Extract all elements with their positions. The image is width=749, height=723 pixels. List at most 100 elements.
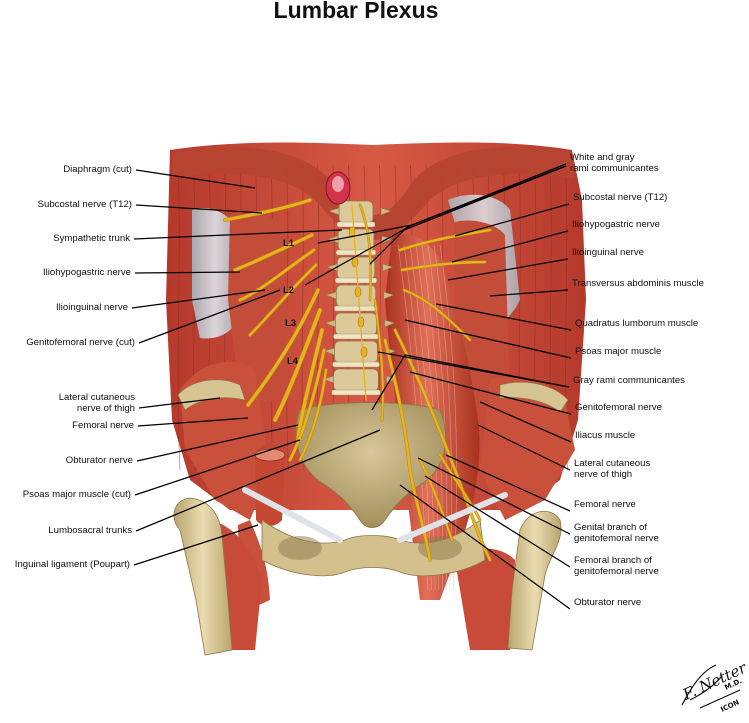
nerve xyxy=(393,328,492,562)
nerve xyxy=(359,204,372,301)
anatomy-label: Iliohypogastric nerve xyxy=(572,219,660,230)
leader-lines-right xyxy=(304,163,572,610)
anatomy-label: Transversus abdominis muscle xyxy=(572,278,704,289)
nerve xyxy=(374,299,384,421)
anatomy-label: Genitofemoral nerve xyxy=(575,402,662,413)
labels-left: Diaphragm (cut)Subcostal nerve (T12)Symp… xyxy=(15,164,135,570)
nerve-plexus xyxy=(223,198,492,562)
signature-flourish xyxy=(681,664,741,709)
anatomy-label: Ilioinguinal nerve xyxy=(56,302,128,313)
anatomy-label: Quadratus lumborum muscle xyxy=(575,318,698,329)
nerve xyxy=(439,454,481,521)
intervertebral-disc xyxy=(333,333,379,340)
signature-mark: ICON xyxy=(719,698,740,714)
leader-line xyxy=(133,229,343,240)
anatomy-label: Inguinal ligament (Poupart) xyxy=(15,559,130,570)
leader-line xyxy=(404,319,572,359)
anatomy-label: Gray rami communicantes xyxy=(573,375,685,386)
anatomy-label: Sympathetic trunk xyxy=(53,233,130,244)
leader-line xyxy=(445,454,571,512)
leader-line xyxy=(133,524,259,566)
nerve xyxy=(398,228,492,252)
leader-line xyxy=(447,258,569,281)
leader-line xyxy=(417,457,571,535)
transverse-process xyxy=(384,319,396,328)
leader-line xyxy=(138,397,221,409)
psoas-fiber xyxy=(409,244,436,591)
nerve xyxy=(419,459,453,541)
vertebra-label: L4 xyxy=(287,356,299,367)
anatomy-label: Lumbosacral trunks xyxy=(48,525,132,536)
anatomy-label: Diaphragm (cut) xyxy=(63,164,132,175)
anatomy-label: Psoas major muscle xyxy=(575,346,661,357)
nerve xyxy=(248,263,318,337)
leader-line xyxy=(489,289,569,297)
leader-line xyxy=(477,424,571,471)
nerve xyxy=(298,368,328,462)
psoas-cut-surface xyxy=(254,448,286,462)
vertebra-label: L1 xyxy=(283,238,295,249)
psoas-fiber xyxy=(421,244,443,591)
inguinal-ligament-left xyxy=(242,487,343,543)
fascia-left xyxy=(192,208,238,339)
muscle-fiber xyxy=(177,164,181,471)
sacrum xyxy=(295,402,447,528)
psoas-fiber xyxy=(427,244,448,591)
vertebra-label: L2 xyxy=(283,285,294,296)
nerve xyxy=(233,233,314,272)
intervertebral-disc xyxy=(334,305,378,312)
leader-line xyxy=(454,203,570,237)
leader-line xyxy=(369,165,567,265)
anatomy-label: Psoas major muscle (cut) xyxy=(23,489,131,500)
femur-left xyxy=(173,497,233,656)
leader-line xyxy=(138,289,281,344)
nerve xyxy=(238,248,316,302)
femur-right xyxy=(507,510,562,651)
transverse-process xyxy=(382,263,394,272)
anatomy-drawing xyxy=(166,142,586,656)
transverse-process xyxy=(383,291,395,300)
vertebral-body xyxy=(334,340,378,364)
leader-line xyxy=(134,439,301,496)
anatomy-label: Femoral nerve xyxy=(574,499,636,510)
leader-line xyxy=(479,401,572,443)
leader-line xyxy=(134,271,241,274)
intervertebral-disc xyxy=(336,221,376,228)
intervertebral-disc xyxy=(331,389,381,396)
leader-line xyxy=(451,230,569,263)
artist-signature: F. Netter M.D. ICON xyxy=(679,658,749,713)
nerve xyxy=(400,260,487,272)
transverse-process xyxy=(380,207,392,216)
leader-line xyxy=(409,371,572,415)
anatomy-label: Genitofemoral nerve (cut) xyxy=(26,337,135,348)
anatomy-label: Obturator nerve xyxy=(66,455,133,466)
leader-line xyxy=(136,424,299,462)
quadratus-lumborum-left xyxy=(228,213,290,402)
inguinal-ligament-right xyxy=(397,492,508,543)
iliac-crest-left xyxy=(177,379,246,411)
transverse-process xyxy=(323,347,335,356)
psoas-fiber xyxy=(439,244,457,591)
anatomy-label: Obturator nerve xyxy=(574,597,641,608)
thigh-right xyxy=(455,548,515,650)
transverse-process xyxy=(328,207,340,216)
nerve xyxy=(223,198,312,222)
transverse-process xyxy=(322,375,334,384)
vertebra-label: L3 xyxy=(285,318,296,329)
quadratus-lumborum-right xyxy=(455,220,510,408)
psoas-fiber xyxy=(415,244,440,591)
sympathetic-trunk-line xyxy=(351,204,367,401)
transverse-process xyxy=(325,291,337,300)
leader-line xyxy=(135,429,381,532)
transverse-process xyxy=(324,319,336,328)
intervertebral-disc xyxy=(334,277,378,284)
leader-line xyxy=(435,303,572,331)
